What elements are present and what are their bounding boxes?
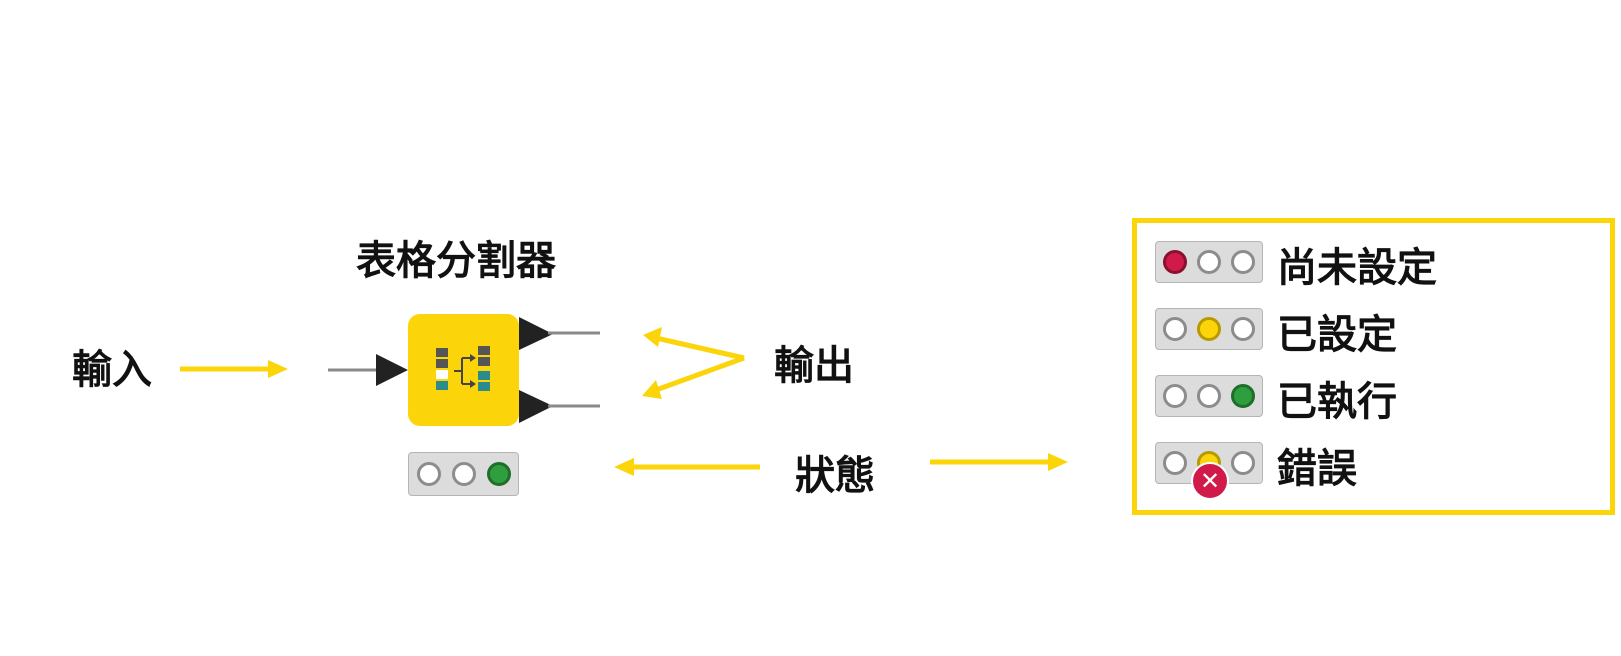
- legend-light: [1163, 451, 1187, 475]
- legend-light: [1197, 317, 1221, 341]
- legend-traffic-light: [1155, 375, 1263, 417]
- legend-light: [1163, 317, 1187, 341]
- status-arrow-left: [614, 458, 760, 476]
- node-title: 表格分割器: [356, 238, 556, 284]
- legend-light: [1231, 384, 1255, 408]
- legend-label: 已設定: [1277, 312, 1397, 358]
- status-label: 狀態: [795, 453, 875, 499]
- node-status-indicator: [408, 452, 519, 496]
- status-arrow-right: [930, 453, 1068, 471]
- legend-light: [1197, 384, 1221, 408]
- legend-label: 已執行: [1277, 379, 1397, 425]
- status-light-1: [417, 462, 441, 486]
- legend-light: [1231, 317, 1255, 341]
- legend-label: 尚未設定: [1277, 245, 1437, 291]
- input-label: 輸入: [72, 347, 152, 393]
- output-port-top[interactable]: [519, 317, 553, 350]
- output-port-bottom[interactable]: [519, 390, 553, 423]
- legend-light: [1231, 250, 1255, 274]
- output-arrows: [642, 327, 745, 399]
- table-split-icon: [434, 344, 494, 396]
- legend-light: [1197, 250, 1221, 274]
- close-icon: ✕: [1191, 462, 1229, 500]
- legend-light: [1163, 384, 1187, 408]
- input-port[interactable]: [376, 354, 408, 386]
- status-light-2: [452, 462, 476, 486]
- legend-traffic-light: [1155, 308, 1263, 350]
- legend-label: 錯誤: [1277, 446, 1357, 492]
- legend-light: [1163, 250, 1187, 274]
- table-splitter-node[interactable]: [408, 314, 519, 426]
- status-light-3: [487, 462, 511, 486]
- legend-light: [1231, 451, 1255, 475]
- input-arrow: [180, 360, 288, 378]
- legend-traffic-light: [1155, 241, 1263, 283]
- status-legend: 尚未設定 已設定 已執行 ✕ 錯誤: [1132, 218, 1615, 515]
- output-label: 輸出: [774, 343, 854, 389]
